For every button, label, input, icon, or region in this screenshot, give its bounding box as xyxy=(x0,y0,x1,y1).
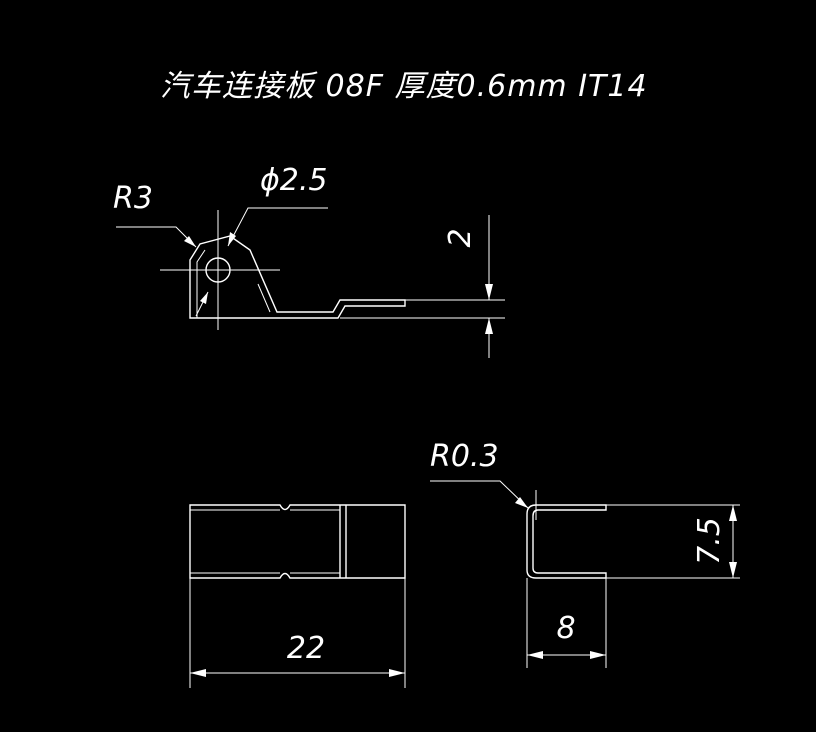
height-label: 2 xyxy=(443,228,478,247)
r03-label: R0.3 xyxy=(430,439,499,474)
top-view-outline xyxy=(189,504,406,579)
ev-height-arrow-top xyxy=(729,505,737,521)
diameter-leader xyxy=(227,207,328,247)
ev-width-arrow-left xyxy=(527,651,543,659)
length-arrow-left xyxy=(190,669,206,677)
r3-leader xyxy=(116,226,197,248)
side-view-outline xyxy=(189,235,406,319)
ev-height-arrow-bottom xyxy=(729,562,737,578)
r3-label: R3 xyxy=(113,181,153,216)
end-view: R0.3 7.5 8 xyxy=(430,439,740,668)
side-view-bend-line xyxy=(196,249,271,318)
diameter-arrow-bottom xyxy=(200,292,208,304)
length-arrow-right xyxy=(389,669,405,677)
ev-height-label: 7.5 xyxy=(692,517,727,565)
top-view: 22 xyxy=(189,504,406,688)
ev-width-arrow-right xyxy=(590,651,606,659)
height-arrow-bottom xyxy=(485,318,493,334)
r03-leader xyxy=(430,480,529,509)
height-arrow-top xyxy=(485,284,493,300)
ev-width-label: 8 xyxy=(556,611,575,646)
diameter-arrow-top xyxy=(228,232,236,246)
length-label: 22 xyxy=(287,631,325,666)
r03-arrow xyxy=(515,497,528,508)
end-view-outline xyxy=(526,504,607,579)
r3-arrow xyxy=(184,236,196,247)
drawing-title: 汽车连接板 08F 厚度0.6mm IT14 xyxy=(160,69,648,104)
side-view: R3 ϕ2.5 2 xyxy=(113,163,505,358)
diameter-label: ϕ2.5 xyxy=(260,163,328,198)
